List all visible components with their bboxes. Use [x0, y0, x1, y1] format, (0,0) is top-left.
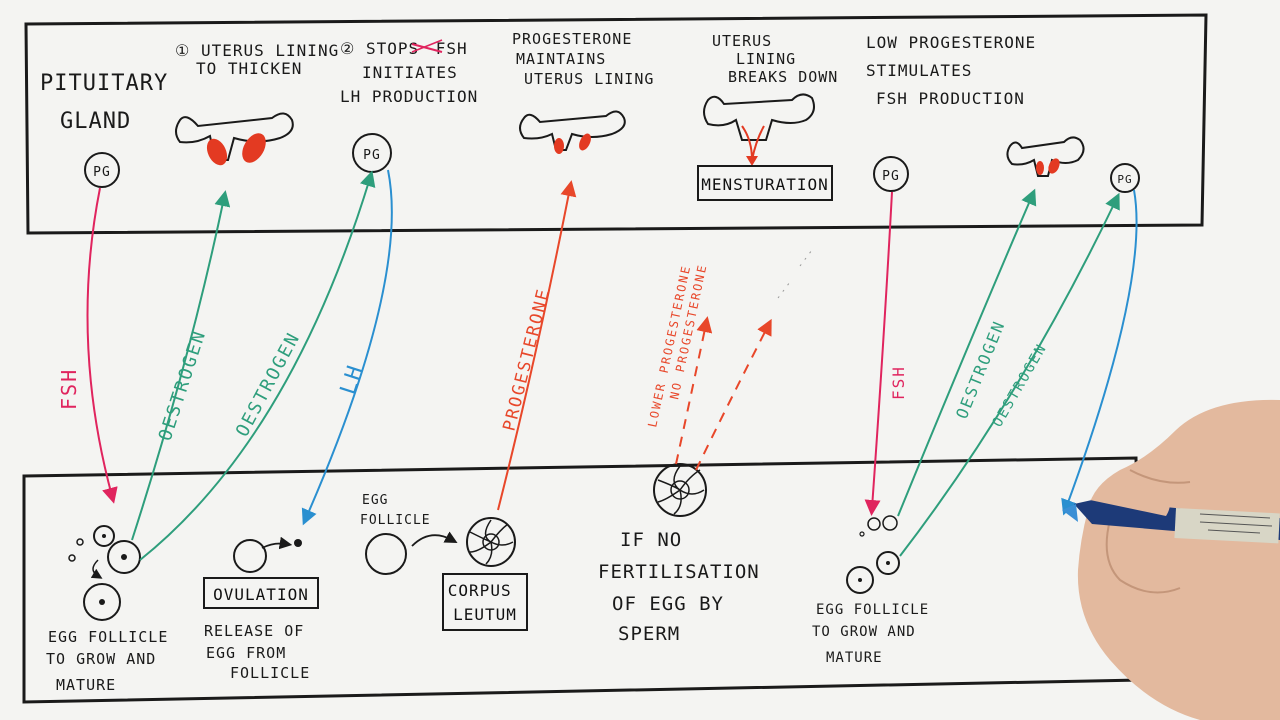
- oestrogen-arrow: [897, 188, 1037, 517]
- svg-text:PG: PG: [93, 165, 111, 180]
- top-panel: PITUITARY GLAND PG PG PG PG ① UTERUS LIN…: [24, 13, 1208, 235]
- oestrogen-label: OESTROGEN: [232, 328, 305, 440]
- strikethrough-mark: [411, 39, 443, 53]
- pituitary-gland-icon: PG: [873, 156, 909, 192]
- svg-text:OVULATION: OVULATION: [213, 585, 309, 604]
- progesterone-label: PROGESTERONE: [499, 286, 554, 433]
- svg-text:MENSTURATION: MENSTURATION: [701, 175, 829, 194]
- follicle-grow-label: EGG FOLLICLE TO GROW AND MATURE: [812, 602, 939, 666]
- corpus-luteum-box: CORPUS LEUTUM: [442, 573, 528, 631]
- corpus-luteum-icon: [653, 463, 707, 517]
- stage3-label: PROGESTERONE MAINTAINS UTERUS LINING: [512, 30, 654, 88]
- pituitary-gland-icon: PG: [84, 152, 120, 188]
- svg-text:PG: PG: [1117, 173, 1132, 186]
- oestrogen-arrow: [139, 170, 376, 561]
- oestrogen-arrow: [899, 192, 1120, 557]
- ovulation-box: OVULATION: [203, 577, 319, 609]
- oestrogen-arrow: [131, 190, 231, 541]
- oestrogen-label: OESTROGEN: [990, 341, 1051, 430]
- uterus-icon: [1006, 136, 1085, 177]
- lower-progesterone-arrow: [675, 316, 713, 465]
- follicle-icon: [846, 515, 900, 594]
- follicle-grow-label: EGG FOLLICLE TO GROW AND MATURE: [46, 628, 178, 694]
- uterus-icon: [519, 110, 626, 154]
- pituitary-gland-icon: PG: [1110, 163, 1140, 193]
- stage5-label: LOW PROGESTERONE STIMULATES FSH PRODUCTI…: [866, 33, 1047, 108]
- egg-follicle-label: EGG FOLLICLE: [360, 493, 431, 528]
- bottom-panel: EGG FOLLICLE TO GROW AND MATURE OVULATIO…: [22, 456, 1142, 704]
- svg-text:PG: PG: [363, 148, 381, 163]
- release-label: RELEASE OF EGG FROM FOLLICLE: [204, 622, 314, 682]
- follicle-icon: [365, 533, 407, 575]
- svg-text:CORPUS LEUTUM: CORPUS LEUTUM: [448, 581, 522, 624]
- uterus-icon: [703, 93, 815, 166]
- no-fertilisation-label: IF NO FERTILISATION OF EGG BY SPERM: [598, 529, 772, 645]
- transition-arrow: [411, 531, 458, 547]
- stage2-label: ② STOPS FSH INITIATES LH PRODUCTION: [340, 39, 478, 106]
- lh-arrow: [301, 169, 393, 526]
- stage1-label: ① UTERUS LINING TO THICKEN: [175, 41, 350, 78]
- no-progesterone-arrow: [695, 318, 772, 471]
- fsh-arrow: [864, 191, 893, 516]
- faint-dots: [777, 249, 813, 299]
- menstruation-box: MENSTURATION: [697, 165, 833, 201]
- oestrogen-label: OESTROGEN: [155, 327, 211, 443]
- fsh-label: FSH: [57, 368, 81, 410]
- ovulation-icon: [233, 536, 302, 573]
- pituitary-gland-icon: PG: [352, 133, 392, 173]
- svg-text:PG: PG: [882, 169, 900, 184]
- fsh-arrow: [86, 187, 118, 504]
- uterus-icon: [175, 112, 294, 166]
- follicle-icon: [68, 525, 141, 621]
- hand-with-pen: [1062, 399, 1280, 720]
- progesterone-arrow: [497, 180, 577, 511]
- corpus-luteum-icon: [466, 517, 516, 567]
- strikethrough-mark: [411, 43, 443, 53]
- fsh-label: FSH: [889, 365, 908, 400]
- stage4-label: UTERUS LINING BREAKS DOWN: [712, 32, 838, 86]
- lh-arrow: [1061, 189, 1138, 516]
- pituitary-label: PITUITARY GLAND: [40, 71, 182, 134]
